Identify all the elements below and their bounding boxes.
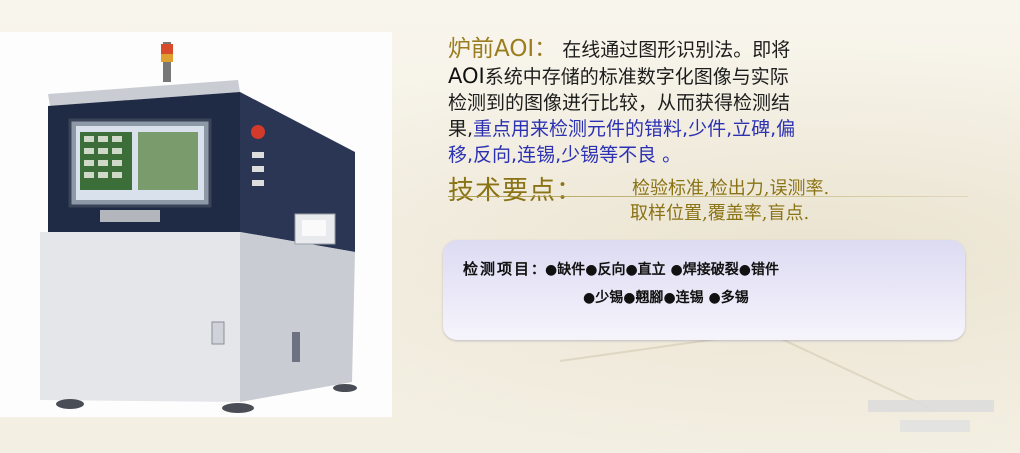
detection-item: 多锡	[720, 290, 749, 306]
description-line-4: 果,重点用来检测元件的错料,少件,立碑,偏	[448, 116, 988, 142]
detection-item: 连锡	[675, 290, 704, 306]
key-points-label: 技术要点：	[448, 176, 584, 206]
aoi-machine-photo	[0, 32, 392, 417]
key-points-line-2: 取样位置,覆盖率,盲点.	[630, 203, 810, 224]
key-points-line-1: 检验标准,检出力,误测率.	[632, 178, 830, 199]
detection-item: 直立	[637, 262, 666, 278]
detection-colon: ：	[531, 262, 546, 278]
bullet-icon: ●	[585, 262, 598, 278]
detection-item: 少锡	[595, 290, 624, 306]
detection-title: 检测项目	[463, 260, 532, 278]
blurred-watermark	[868, 400, 994, 412]
description-line-5: 移,反向,连锡,少锡等不良 。	[448, 144, 682, 166]
detection-item: 错件	[750, 262, 779, 278]
term-colon: ：	[534, 37, 557, 62]
bullet-icon: ●	[545, 262, 558, 278]
bullet-icon: ●	[670, 262, 683, 278]
detection-item: 焊接破裂	[682, 262, 739, 278]
blurred-watermark	[900, 420, 970, 432]
description-text: 果,	[448, 118, 474, 140]
detection-items-box: 检测项目：●缺件●反向●直立 ●焊接破裂●错件 ●少锡●翹腳●连锡 ●多锡	[443, 240, 965, 340]
description-line-3: 检测到的图像进行比较，从而获得检测结	[448, 92, 791, 114]
aoi-description: 炉前AOI： 在线通过图形识别法。即将 AOI系统中存储的标准数字化图像与实际 …	[448, 36, 988, 168]
divider	[448, 196, 968, 197]
bullet-icon: ●	[663, 290, 676, 306]
highlight-text: 重点用来检测元件的错料,少件,立碑,偏	[473, 118, 796, 140]
detection-row-2: ●少锡●翹腳●连锡 ●多锡	[583, 287, 749, 307]
description-text: 在线通过图形识别法。即将	[562, 39, 791, 61]
aoi-abbr: AOI	[448, 64, 485, 88]
description-text: 系统中存储的标准数字化图像与实际	[484, 66, 789, 88]
aoi-machine-illustration	[40, 42, 357, 413]
detection-row-1: 检测项目：●缺件●反向●直立 ●焊接破裂●错件	[463, 258, 779, 279]
detection-item: 缺件	[557, 262, 586, 278]
bullet-icon: ●	[583, 290, 596, 306]
description-line-2: AOI系统中存储的标准数字化图像与实际	[448, 63, 988, 90]
bullet-icon: ●	[623, 290, 636, 306]
term-title: 炉前AOI	[448, 36, 535, 62]
bullet-icon: ●	[708, 290, 721, 306]
bullet-icon: ●	[738, 262, 751, 278]
detection-item: 翹腳	[635, 290, 664, 306]
bullet-icon: ●	[625, 262, 638, 278]
description-line-1: 炉前AOI： 在线通过图形识别法。即将	[448, 36, 988, 63]
detection-item: 反向	[597, 262, 626, 278]
